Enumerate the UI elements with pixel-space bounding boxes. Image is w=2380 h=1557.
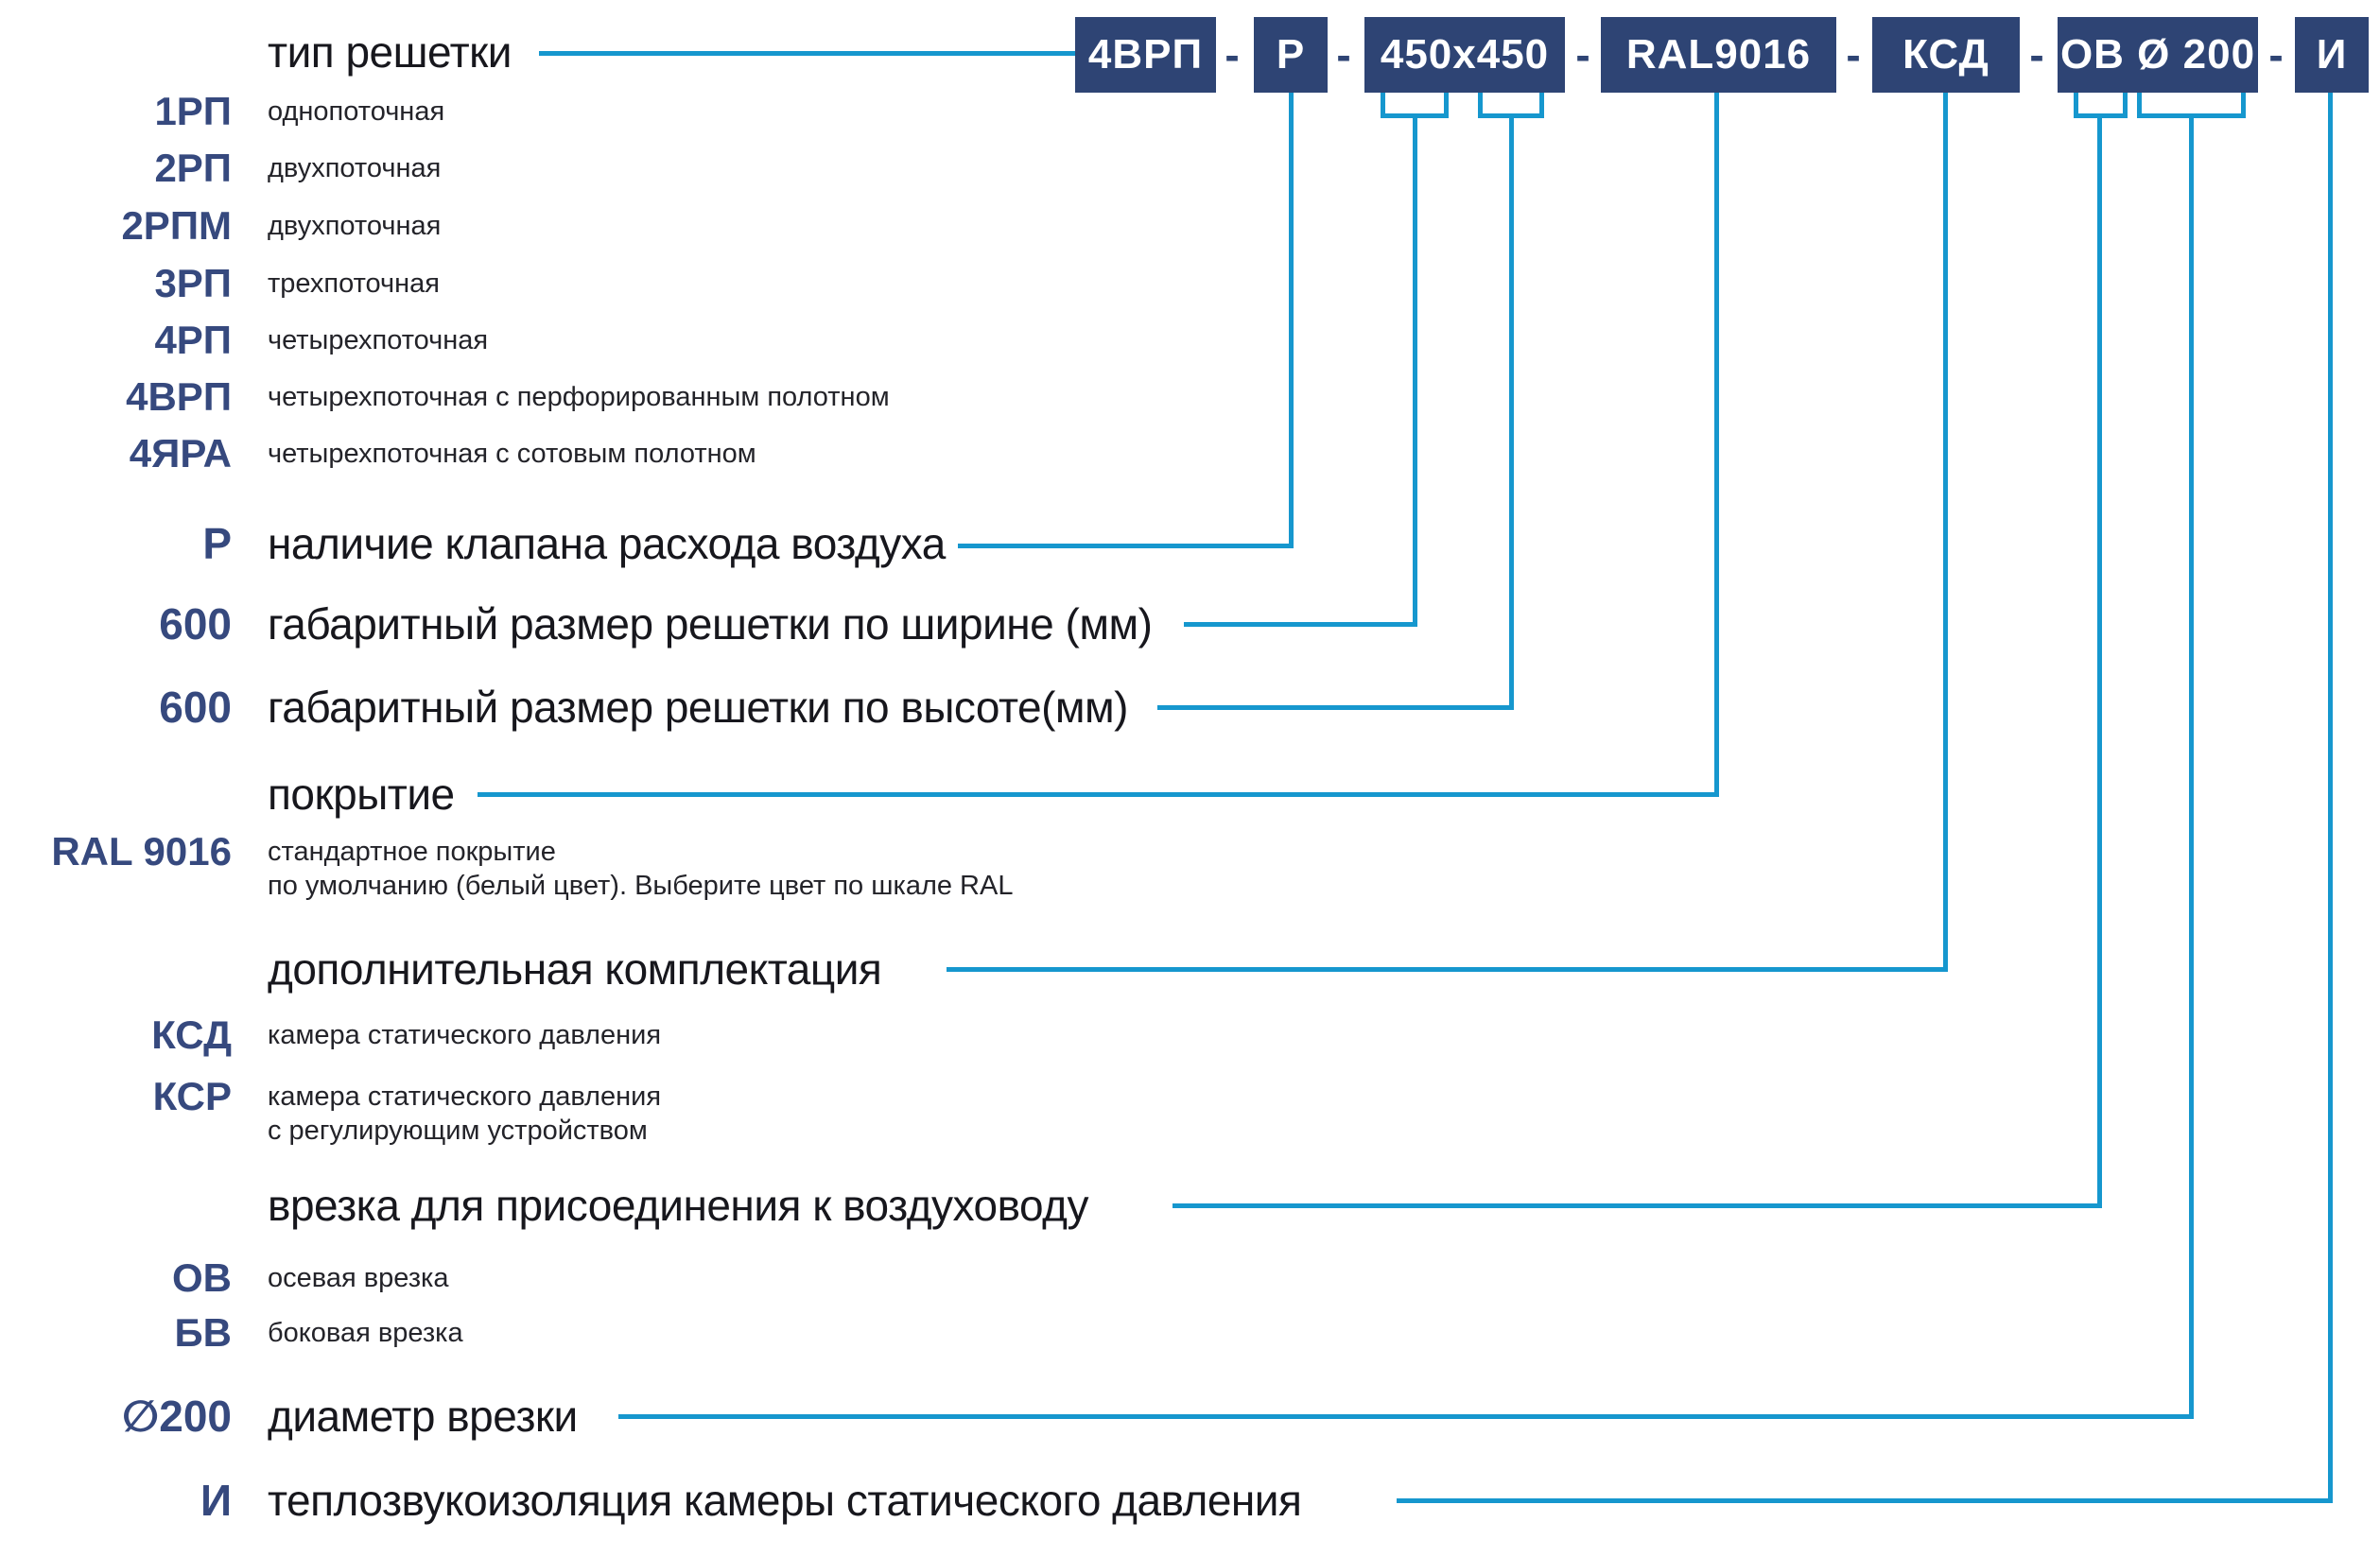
- width-label: габаритный размер решетки по ширине (мм): [268, 599, 1153, 649]
- height-label: габаритный размер решетки по высоте(мм): [268, 683, 1129, 732]
- type-option-code: 2РП: [154, 146, 232, 190]
- type-option-code: 1РП: [154, 89, 232, 133]
- type-option-code: 4ЯРА: [129, 431, 232, 476]
- type-option-desc: двухпоточная: [268, 153, 442, 183]
- connector-extras-v: [1943, 93, 1948, 972]
- code-separator: -: [1575, 30, 1590, 79]
- code-block-extra: КСД: [1872, 17, 2020, 93]
- connector-insulation-h: [1397, 1498, 2333, 1503]
- type-option-code: 2РПМ: [121, 203, 232, 248]
- connection-option-desc: боковая врезка: [268, 1318, 463, 1348]
- connector-width-h: [1184, 622, 1417, 627]
- code-separator: -: [1846, 30, 1861, 79]
- code-separator: -: [1336, 30, 1351, 79]
- connector-valve-v: [1289, 93, 1294, 548]
- type-option-code: 4РП: [154, 318, 232, 362]
- extras-option-desc: камера статического давления с регулирую…: [268, 1080, 661, 1148]
- connector-insulation-v: [2328, 93, 2333, 1503]
- connector-diameter-h: [618, 1414, 2194, 1419]
- connector-coating-v: [1714, 93, 1719, 797]
- connector-connection-v: [2097, 114, 2102, 1208]
- connector-height-h: [1157, 705, 1514, 710]
- type-option-desc: трехпоточная: [268, 268, 441, 299]
- type-option-desc: четырехпоточная: [268, 325, 489, 355]
- extras-option-code: КСД: [151, 1012, 232, 1057]
- coating-option-desc: стандартное покрытие по умолчанию (белый…: [268, 835, 1013, 903]
- connector-height-v: [1509, 114, 1514, 710]
- code-block-insulation: И: [2295, 17, 2369, 93]
- valve-code: Р: [202, 519, 232, 568]
- connection-option-code: ОВ: [172, 1255, 232, 1300]
- connector-width-v: [1413, 114, 1417, 627]
- extras-option-desc: камера статического давления: [268, 1020, 662, 1050]
- coating-desc-line1: стандартное покрытие: [268, 837, 556, 867]
- width-code: 600: [159, 599, 232, 649]
- code-block-coating: RAL9016: [1601, 17, 1836, 93]
- diameter-code: ∅200: [121, 1392, 232, 1441]
- type-option-desc: однопоточная: [268, 96, 445, 127]
- section-type-label: тип решетки: [268, 27, 512, 77]
- extras-desc-line2: с регулирующим устройством: [268, 1116, 648, 1146]
- height-code: 600: [159, 683, 232, 732]
- connector-extras-h: [947, 967, 1948, 972]
- connector-type-h: [539, 51, 1075, 56]
- code-separator: -: [1225, 30, 1240, 79]
- code-block-size: 450x450: [1364, 17, 1565, 93]
- coating-option-code: RAL 9016: [51, 829, 232, 874]
- extras-desc-line1: камера статического давления: [268, 1081, 662, 1112]
- connector-diameter-v: [2189, 114, 2194, 1419]
- code-separator: -: [2029, 30, 2044, 79]
- connection-option-desc: осевая врезка: [268, 1263, 449, 1293]
- connector-coating-h: [478, 792, 1719, 797]
- type-option-desc: четырехпоточная с перфорированным полотн…: [268, 382, 890, 412]
- connector-valve-h: [958, 544, 1294, 548]
- diameter-label: диаметр врезки: [268, 1392, 578, 1441]
- valve-label: наличие клапана расхода воздуха: [268, 519, 946, 568]
- extras-option-code: КСР: [152, 1074, 232, 1118]
- code-separator: -: [2268, 30, 2284, 79]
- type-option-code: 3РП: [154, 261, 232, 305]
- section-connection-label: врезка для присоединения к воздуховоду: [268, 1181, 1088, 1230]
- type-option-desc: двухпоточная: [268, 211, 442, 241]
- insulation-code: И: [200, 1476, 232, 1525]
- insulation-label: теплозвукоизоляция камеры статического д…: [268, 1476, 1302, 1525]
- connection-option-code: БВ: [174, 1310, 232, 1355]
- code-block-connection: ОВ Ø 200: [2058, 17, 2258, 93]
- connector-connection-h: [1173, 1203, 2102, 1208]
- code-block-valve: Р: [1254, 17, 1328, 93]
- type-option-desc: четырехпоточная с сотовым полотном: [268, 439, 756, 469]
- section-extras-label: дополнительная комплектация: [268, 944, 882, 994]
- coating-desc-line2: по умолчанию (белый цвет). Выберите цвет…: [268, 871, 1014, 901]
- section-coating-label: покрытие: [268, 770, 455, 819]
- type-option-code: 4ВРП: [126, 374, 232, 419]
- code-block-type: 4ВРП: [1075, 17, 1216, 93]
